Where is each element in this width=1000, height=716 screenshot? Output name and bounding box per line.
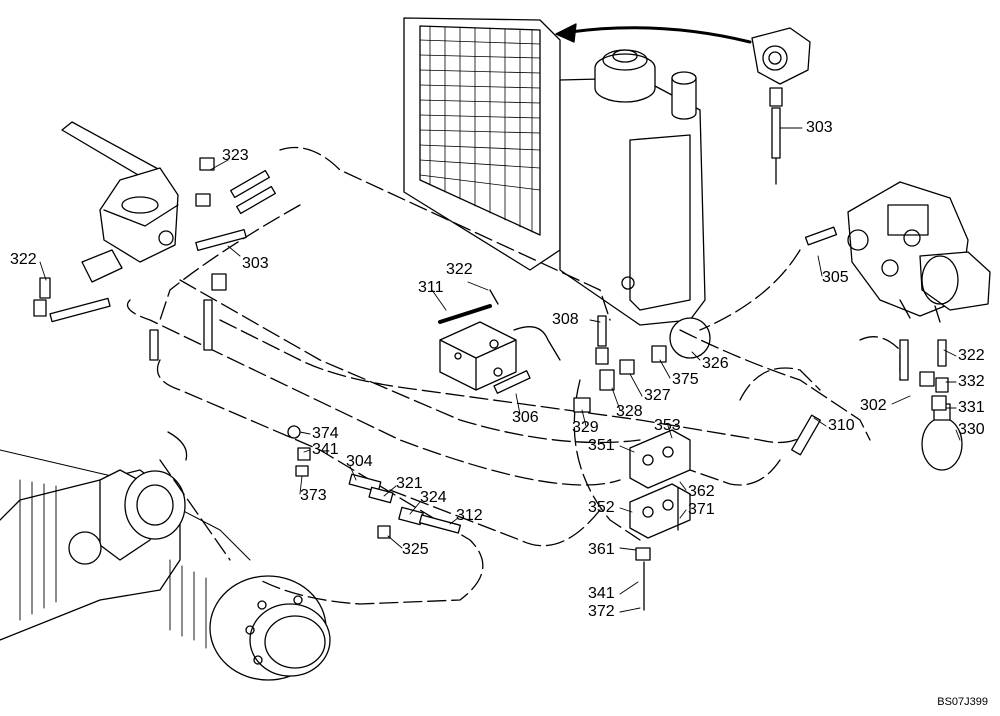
label-326: 326: [702, 355, 729, 372]
label-306: 306: [512, 409, 539, 426]
label-341-left: 341: [312, 441, 339, 458]
label-327: 327: [644, 387, 671, 404]
brake-valve-graphic: [62, 122, 178, 282]
label-305: 305: [822, 269, 849, 286]
label-311: 311: [418, 279, 444, 296]
label-374: 374: [312, 425, 339, 442]
label-304: 304: [346, 453, 373, 470]
label-303-top: 303: [806, 119, 833, 136]
label-371: 371: [688, 501, 715, 518]
label-302: 302: [860, 397, 887, 414]
axle-graphic: [0, 432, 330, 680]
gear-pump-graphic: [752, 28, 810, 184]
label-330: 330: [958, 421, 985, 438]
clamp-graphic: [630, 430, 690, 610]
accumulator-small-graphic: [652, 318, 710, 362]
label-362: 362: [688, 483, 715, 500]
label-328: 328: [616, 403, 643, 420]
label-373: 373: [300, 487, 327, 504]
label-321: 321: [396, 475, 423, 492]
label-331: 331: [958, 399, 985, 416]
label-324: 324: [420, 489, 447, 506]
control-valve-graphic: [848, 182, 990, 322]
manifold-block-graphic: [440, 290, 560, 390]
accumulator-graphic: [922, 340, 962, 470]
label-332: 332: [958, 373, 985, 390]
direction-arrow: [556, 24, 750, 42]
label-322-left: 322: [10, 251, 37, 268]
label-351: 351: [588, 437, 615, 454]
label-323: 323: [222, 147, 249, 164]
label-322-mid: 322: [446, 261, 473, 278]
label-312: 312: [456, 507, 483, 524]
label-308: 308: [552, 311, 579, 328]
label-329: 329: [572, 419, 599, 436]
label-303-left: 303: [242, 255, 269, 272]
label-352: 352: [588, 499, 615, 516]
drawing-code: BS07J399: [937, 696, 988, 708]
label-341-bottom: 341: [588, 585, 615, 602]
label-310: 310: [828, 417, 855, 434]
label-325: 325: [402, 541, 429, 558]
leader-lines: [40, 128, 960, 612]
label-375: 375: [672, 371, 699, 388]
label-372: 372: [588, 603, 615, 620]
label-353: 353: [654, 417, 681, 434]
label-322-right: 322: [958, 347, 985, 364]
hydraulic-tank-graphic: [560, 50, 705, 325]
label-361: 361: [588, 541, 615, 558]
hose-routing: [128, 148, 901, 605]
radiator-graphic: [404, 18, 560, 270]
hoses-fittings: [34, 158, 946, 538]
